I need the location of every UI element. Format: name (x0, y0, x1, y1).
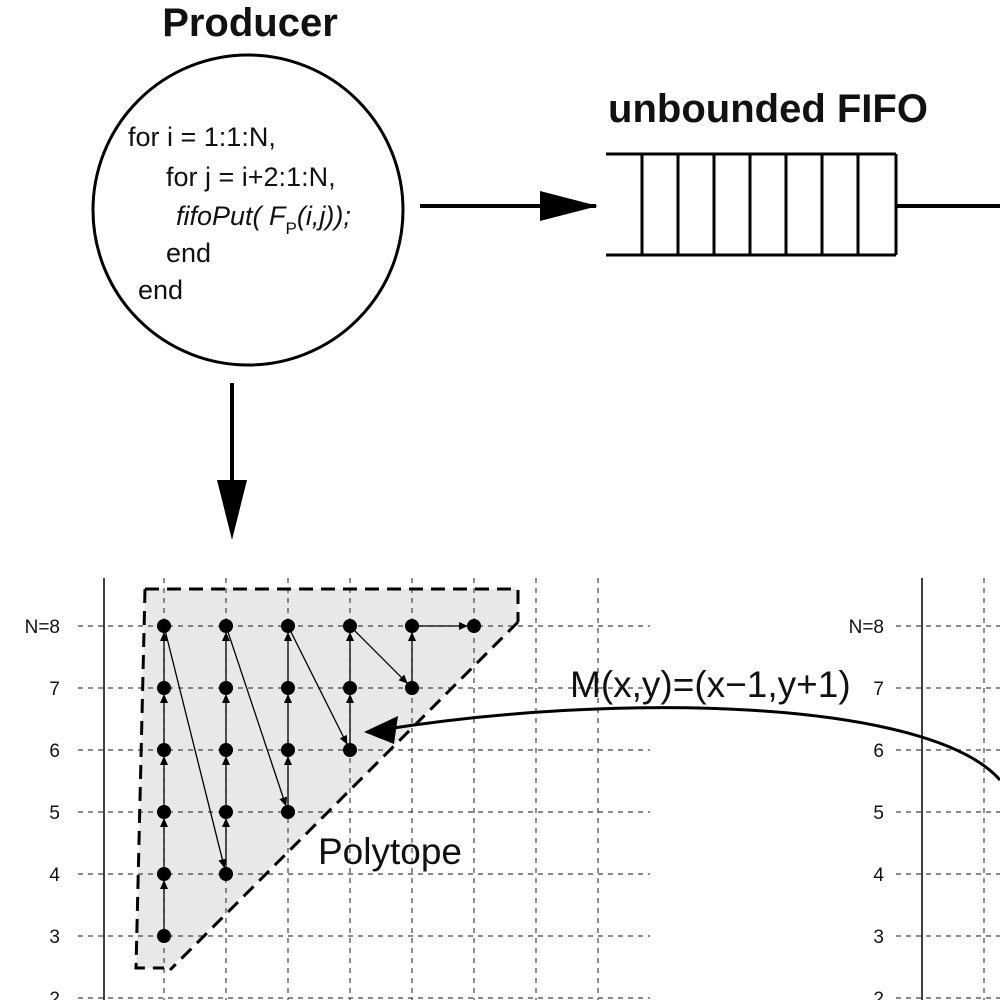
polytope-label: Polytope (318, 831, 462, 872)
dependence-arrow (163, 625, 227, 869)
iteration-point (219, 681, 233, 695)
code-line-5: end (138, 275, 183, 305)
iteration-point (157, 619, 171, 633)
arrow-to-fifo-head (540, 191, 598, 221)
iteration-point (219, 867, 233, 881)
mapping-arrow-head (364, 716, 398, 744)
right-y-tick-2: 2 (873, 989, 884, 1000)
right-y-tick-7: 7 (873, 679, 884, 700)
code-line-4: end (166, 238, 211, 268)
iteration-point (281, 743, 295, 757)
right-grid: N=8 7 6 5 4 3 2 (849, 578, 1000, 1000)
mapping-label: M(x,y)=(x−1,y+1) (570, 664, 851, 705)
left-y-tick-5: 5 (49, 803, 60, 824)
code-subscript: P (286, 219, 297, 238)
iteration-point (157, 805, 171, 819)
polytope-boundary-left (134, 588, 164, 970)
mapping-arrow (367, 706, 1000, 781)
code-args: (i,j)); (297, 201, 351, 231)
iteration-point (157, 867, 171, 881)
iteration-point (157, 929, 171, 943)
left-n-label: N=8 (25, 617, 60, 638)
arrow-to-polytope-head (217, 480, 247, 540)
iteration-point (467, 619, 481, 633)
right-y-tick-3: 3 (873, 927, 884, 948)
left-y-tick-7: 7 (49, 679, 60, 700)
right-y-tick-5: 5 (873, 803, 884, 824)
left-y-tick-2: 2 (49, 989, 60, 1000)
dependence-arrow (287, 625, 348, 745)
fifo-queue (606, 152, 898, 257)
polytope-boundary-diagonal (168, 620, 520, 972)
polytope-region (136, 589, 518, 968)
left-y-tick-6: 6 (49, 741, 60, 762)
dependence-arrow (349, 625, 408, 684)
code-line-1: for i = 1:1:N, (128, 122, 276, 152)
iteration-point (157, 681, 171, 695)
left-y-tick-3: 3 (49, 927, 60, 948)
code-line-3: fifoPut( FP(i,j)); (176, 201, 351, 238)
left-y-tick-4: 4 (49, 865, 60, 886)
code-F: F (269, 201, 287, 231)
right-y-tick-4: 4 (873, 865, 884, 886)
code-fifoput: fifoPut( (176, 201, 269, 231)
iteration-point (343, 743, 357, 757)
iteration-point (343, 681, 357, 695)
iteration-point (405, 681, 419, 695)
iteration-point (281, 805, 295, 819)
fifo-title: unbounded FIFO (608, 87, 928, 131)
dependence-arrow (225, 625, 288, 807)
producer-circle (91, 53, 405, 367)
iteration-point (219, 805, 233, 819)
left-grid: N=8 7 6 5 4 3 2 (25, 578, 650, 1000)
iteration-point (281, 619, 295, 633)
producer-title: Producer (162, 1, 338, 45)
iteration-point (405, 619, 419, 633)
right-n-label: N=8 (849, 617, 884, 638)
iteration-point (219, 619, 233, 633)
right-y-tick-6: 6 (873, 741, 884, 762)
code-line-2: for j = i+2:1:N, (166, 162, 336, 192)
iteration-point (157, 743, 171, 757)
iteration-point (219, 743, 233, 757)
iteration-point (343, 619, 357, 633)
iteration-point (281, 681, 295, 695)
